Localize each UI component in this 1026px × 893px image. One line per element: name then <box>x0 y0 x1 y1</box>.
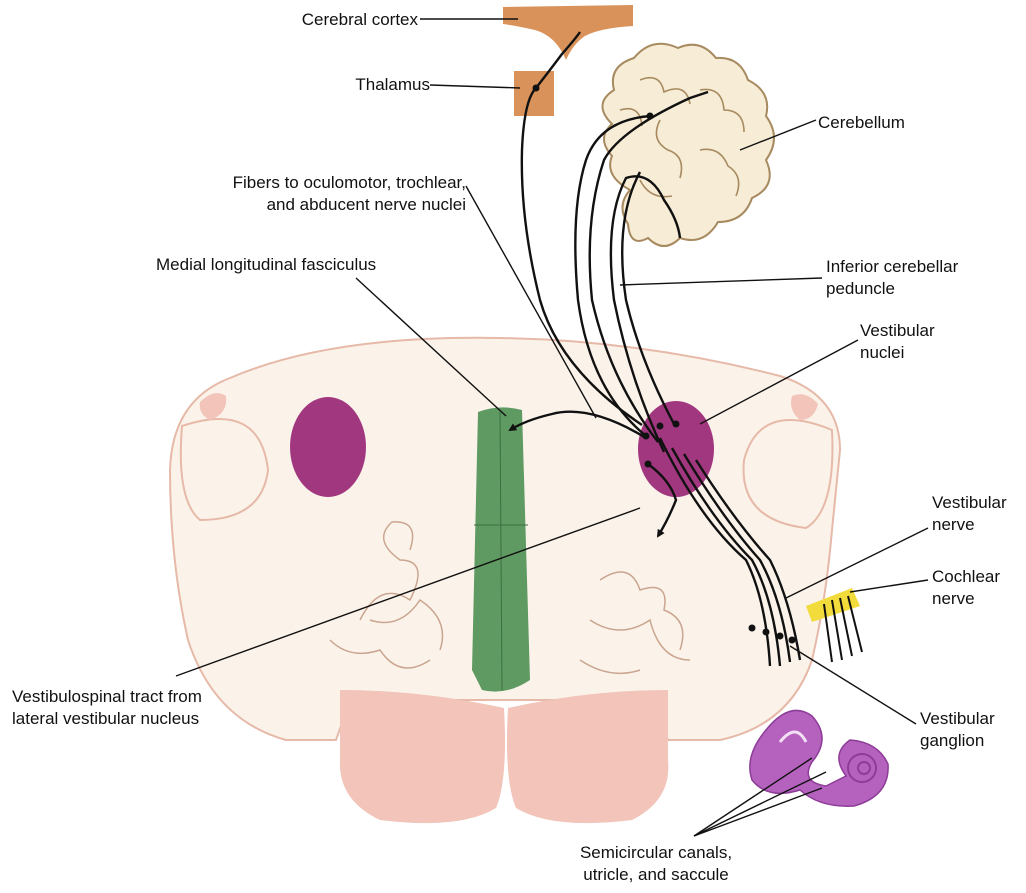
label-vestibular-nuclei: Vestibular nuclei <box>860 320 935 364</box>
label-vst-line1: Vestibulospinal tract from <box>12 687 202 706</box>
left-nucleus <box>290 397 366 497</box>
label-fibers-to-eye-nuclei: Fibers to oculomotor, trochlear, and abd… <box>150 172 466 216</box>
label-cochlear-nerve: Cochlear nerve <box>932 566 1000 610</box>
label-canals-line2: utricle, and saccule <box>583 865 729 884</box>
label-cochlear-nerve-line1: Cochlear <box>932 567 1001 586</box>
label-fibers-line1: Fibers to oculomotor, trochlear, <box>232 173 466 192</box>
label-vestibular-nerve: Vestibular nerve <box>932 492 1007 536</box>
label-vestibular-nerve-line1: Vestibular <box>932 493 1007 512</box>
label-thalamus: Thalamus <box>355 75 430 94</box>
label-icp-line1: Inferior cerebellar <box>826 257 959 276</box>
cerebellum-shape <box>601 42 775 247</box>
label-cerebral-cortex: Cerebral cortex <box>301 10 418 29</box>
label-inferior-cerebellar-peduncle: Inferior cerebellar peduncle <box>826 256 958 300</box>
label-vestibular-nuclei-line1: Vestibular <box>860 321 935 340</box>
label-vst-line2: lateral vestibular nucleus <box>12 709 200 728</box>
thalamus-shape <box>514 71 554 116</box>
leader-lines <box>175 18 929 837</box>
label-fibers-line2: and abducent nerve nuclei <box>266 195 466 214</box>
label-vestibular-ganglion-line2: ganglion <box>920 731 985 750</box>
label-vestibulospinal-tract: Vestibulospinal tract from lateral vesti… <box>12 686 202 730</box>
label-canals-line1: Semicircular canals, <box>579 843 733 862</box>
label-icp-line2: peduncle <box>826 279 896 298</box>
label-medial-longitudinal-fasciculus: Medial longitudinal fasciculus <box>156 255 377 274</box>
label-vestibular-nuclei-line2: nuclei <box>860 343 905 362</box>
label-vestibular-ganglion-line1: Vestibular <box>920 709 995 728</box>
label-semicircular-canals: Semicircular canals, utricle, and saccul… <box>556 842 756 886</box>
fiber-pathways <box>508 31 802 667</box>
fiber-terminals <box>532 84 796 644</box>
inner-ear-shape <box>749 709 889 807</box>
label-cerebellum: Cerebellum <box>818 113 905 132</box>
cochlear-nerve-shape <box>806 588 863 663</box>
label-vestibular-ganglion: Vestibular ganglion <box>920 708 995 752</box>
label-cochlear-nerve-line2: nerve <box>932 589 975 608</box>
cerebral-cortex-shape <box>503 5 633 60</box>
label-vestibular-nerve-line2: nerve <box>932 515 975 534</box>
